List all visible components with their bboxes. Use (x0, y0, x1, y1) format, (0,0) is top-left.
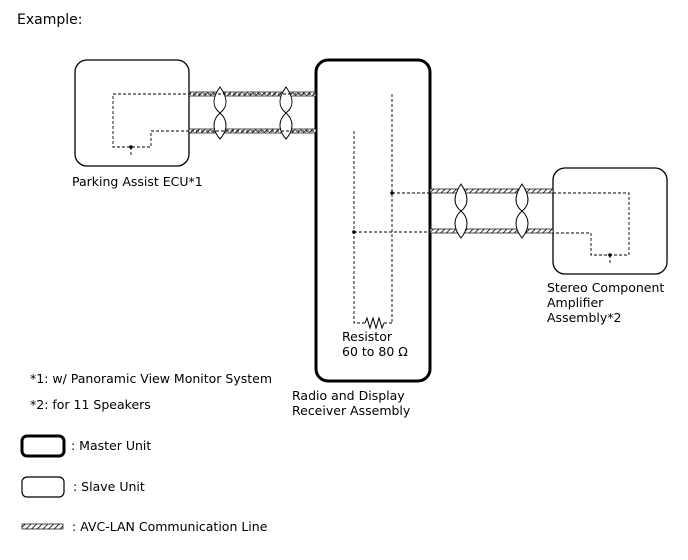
radio-receiver-box (314, 58, 432, 383)
footnote-2: *2: for 11 Speakers (30, 397, 151, 412)
legend-master-unit-icon (20, 434, 66, 458)
legend-slave-unit-icon (21, 476, 65, 498)
legend-master-unit-label: : Master Unit (71, 438, 152, 453)
resistor-icon (364, 316, 385, 330)
avc-lan-lines-left (188, 91, 317, 134)
legend-avc-lan-line-icon (21, 523, 64, 530)
avc-lan-lines-right (429, 188, 554, 234)
radio-receiver-label: Radio and Display Receiver Assembly (292, 388, 411, 418)
footnote-1: *1: w/ Panoramic View Monitor System (30, 371, 273, 386)
resistor-label: Resistor 60 to 80 Ω (342, 329, 408, 359)
stereo-amplifier-label: Stereo Component Amplifier Assembly*2 (547, 280, 665, 325)
legend-slave-unit-label: : Slave Unit (73, 479, 145, 494)
parking-assist-ecu-box (74, 59, 190, 167)
stereo-amplifier-box (552, 167, 668, 275)
diagram-title: Example: (17, 12, 83, 28)
legend-avc-lan-line-label: : AVC-LAN Communication Line (72, 519, 268, 534)
parking-assist-ecu-label: Parking Assist ECU*1 (72, 174, 203, 189)
junction-dots (129, 145, 612, 257)
twisted-pair-icon (213, 86, 529, 239)
